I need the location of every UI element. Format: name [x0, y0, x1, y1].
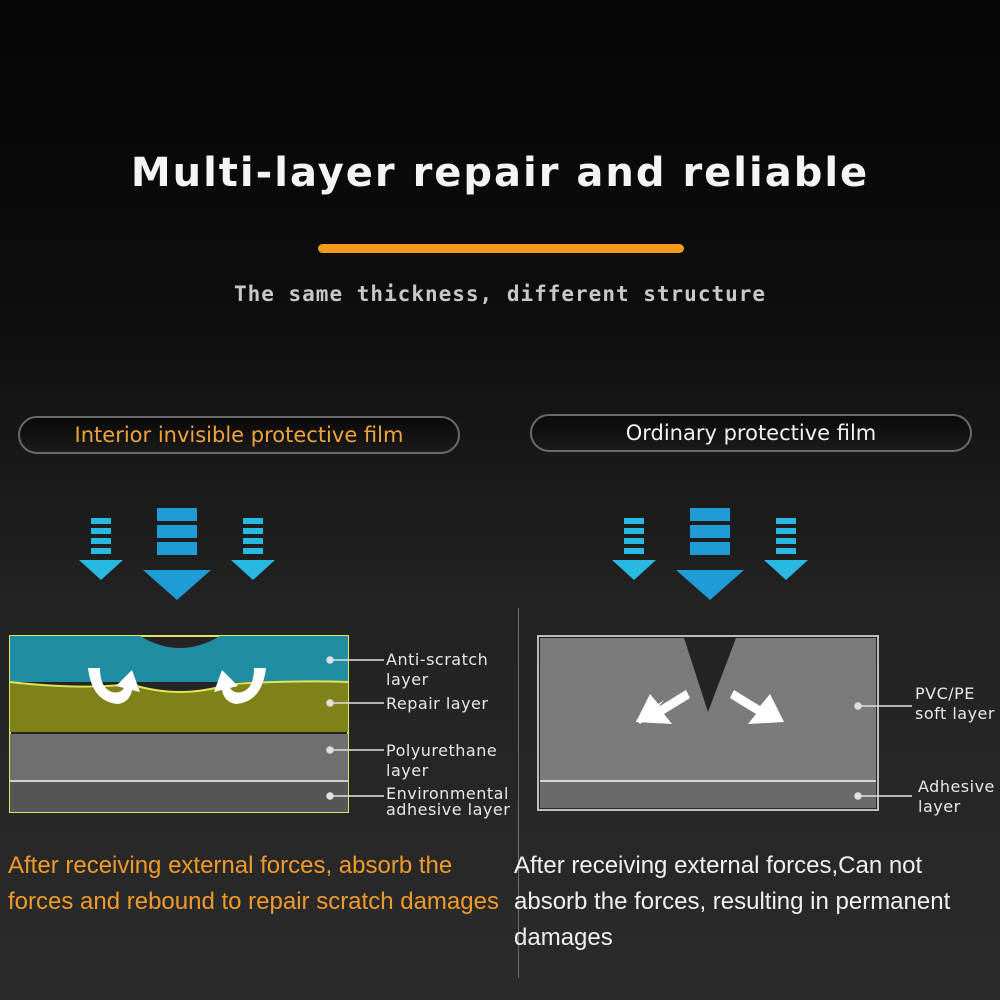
label-ordinary-adhesive-layer: Adhesive layer — [918, 777, 995, 816]
left-heading-text: Interior invisible protective film — [74, 423, 404, 447]
rebound-arrow-right-icon — [214, 668, 266, 704]
right-panel-heading: Ordinary protective film — [530, 414, 972, 452]
left-description: After receiving external forces, absorb … — [8, 852, 499, 915]
left-force-arrow-2 — [143, 508, 211, 600]
accent-underline — [318, 244, 684, 253]
repair-layer-shape — [10, 681, 348, 732]
label-pvc-pe-soft-layer: PVC/PE soft layer — [915, 684, 995, 723]
label-repair-layer: Repair layer — [386, 694, 489, 713]
page-subtitle: The same thickness, different structure — [233, 282, 767, 306]
label-anti-scratch-layer: Anti-scratch layer — [386, 650, 489, 689]
right-heading-text: Ordinary protective film — [625, 421, 877, 445]
polyurethane-layer-shape — [10, 734, 348, 780]
left-force-arrow-3 — [231, 518, 275, 580]
label-environmental-adhesive-layer: Environmental adhesive layer — [386, 784, 511, 819]
spread-arrow-left-head — [636, 690, 690, 724]
right-force-arrow-3 — [764, 518, 808, 580]
panel-divider — [518, 608, 519, 978]
label-polyurethane-layer: Polyurethane layer — [386, 741, 498, 780]
right-description: After receiving external forces,Can not … — [514, 852, 951, 951]
left-force-arrow-1 — [79, 518, 123, 580]
left-panel-heading: Interior invisible protective film — [18, 416, 460, 454]
anti-scratch-layer-shape — [10, 636, 348, 682]
left-film-stack — [9, 635, 349, 813]
ordinary-adhesive-layer-shape — [540, 782, 876, 808]
pvc-layer-shape — [540, 638, 876, 780]
right-force-arrow-1 — [612, 518, 656, 580]
right-film-stack — [537, 635, 879, 811]
right-force-arrow-2 — [676, 508, 744, 600]
adhesive-layer-shape — [10, 782, 348, 812]
spread-arrow-right-head — [730, 690, 784, 724]
page-title: Multi-layer repair and reliable — [130, 150, 870, 196]
rebound-arrow-left-icon — [88, 668, 140, 704]
